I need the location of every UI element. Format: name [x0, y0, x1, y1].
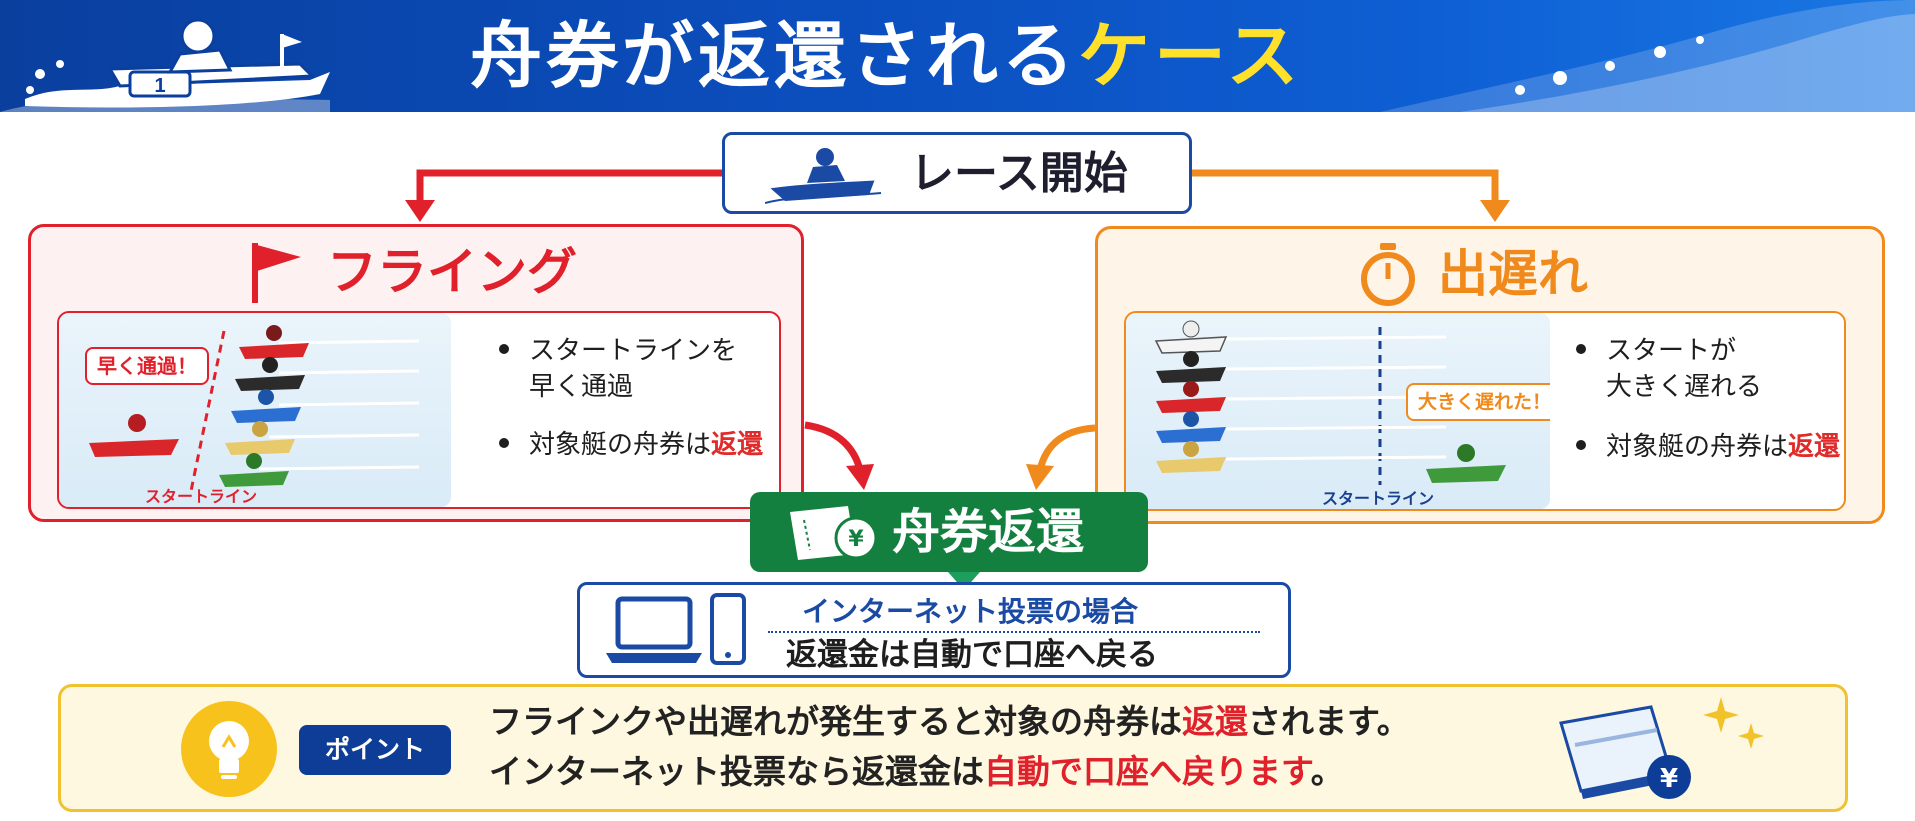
stopwatch-icon: [1361, 243, 1415, 306]
smartphone-icon: [710, 593, 746, 665]
flying-bullet-1: スタートラインを: [499, 333, 737, 369]
flying-speech-bubble: 早く通過！: [85, 347, 209, 385]
internet-voting-node: インターネット投票の場合 返還金は自動で口座へ戻る: [577, 582, 1291, 678]
internet-voting-title: インターネット投票の場合: [802, 595, 1139, 628]
late-scene-drawing: [1154, 320, 1506, 485]
late-bullet-2: 対象艇の舟券は返還: [1576, 429, 1840, 465]
ticket-yen-symbol: ¥: [848, 527, 864, 552]
bankbook-yen-symbol: ¥: [1660, 764, 1678, 794]
flying-start-line-label: スタートライン: [145, 487, 258, 506]
lightbulb-icon: [181, 701, 277, 797]
late-scene: 大きく遅れた！ スタートライン: [1126, 313, 1550, 509]
flag-icon: [252, 243, 301, 303]
flying-bullet-1-cont: 早く通過: [529, 372, 634, 402]
title-highlight: ケース: [1078, 14, 1303, 98]
flying-panel: フライング 早く通過！ スタートライン スタートラインを 早く通過 対象艇の舟券: [28, 224, 804, 522]
flying-inner: 早く通過！ スタートライン スタートラインを 早く通過 対象艇の舟券は返還: [57, 311, 781, 509]
bankbook-icon: ¥: [1559, 705, 1691, 799]
point-box: ポイント フラインクや出遅れが発生すると対象の舟券は返還されます。 インターネッ…: [58, 684, 1848, 812]
internet-voting-subtitle: 返還金は自動で口座へ戻る: [786, 637, 1158, 673]
late-bullet-1-cont: 大きく遅れる: [1606, 372, 1763, 402]
title-main: 舟券が返還される: [470, 14, 1079, 98]
point-line-1: フラインクや出遅れが発生すると対象の舟券は返還されます。: [489, 702, 1410, 741]
flying-bullet-2: 対象艇の舟券は返還: [499, 427, 763, 463]
late-inner: 大きく遅れた！ スタートライン スタートが 大きく遅れる 対象艇の舟券は返還: [1124, 311, 1846, 511]
race-start-node: レース開始: [722, 132, 1192, 214]
header-banner: 1 舟券が返還されるケース: [0, 0, 1915, 112]
refund-label: 舟券返還: [892, 504, 1085, 560]
ticket-refund-node: ¥ 舟券返還: [750, 492, 1148, 572]
late-speech-bubble: 大きく遅れた！: [1406, 383, 1550, 421]
page-title: 舟券が返還されるケース: [470, 10, 1302, 102]
point-badge: ポイント: [299, 725, 451, 775]
dotted-divider: [768, 631, 1260, 633]
late-title: 出遅れ: [1438, 245, 1588, 303]
laptop-icon: [606, 596, 702, 663]
start-label: レース開始: [910, 148, 1128, 199]
flying-scene-drawing: [89, 325, 420, 492]
late-bullet-1: スタートが: [1576, 333, 1736, 369]
sparkle-icon: [1703, 697, 1764, 749]
boat-icon: [765, 148, 882, 204]
flying-scene: 早く通過！ スタートライン: [59, 313, 451, 507]
boat-number: 1: [154, 75, 165, 97]
point-line-2: インターネット投票なら返還金は自動で口座へ戻ります。: [489, 752, 1344, 791]
late-start-line-label: スタートライン: [1322, 489, 1435, 508]
flying-title: フライング: [327, 243, 577, 301]
ticket-icon: ¥: [790, 506, 878, 560]
boat-icon: 1: [25, 18, 330, 108]
late-start-panel: 出遅れ 大きく遅れた！ スタートライン スタートが 大きく遅れる 対象艇の舟券は: [1095, 226, 1885, 524]
